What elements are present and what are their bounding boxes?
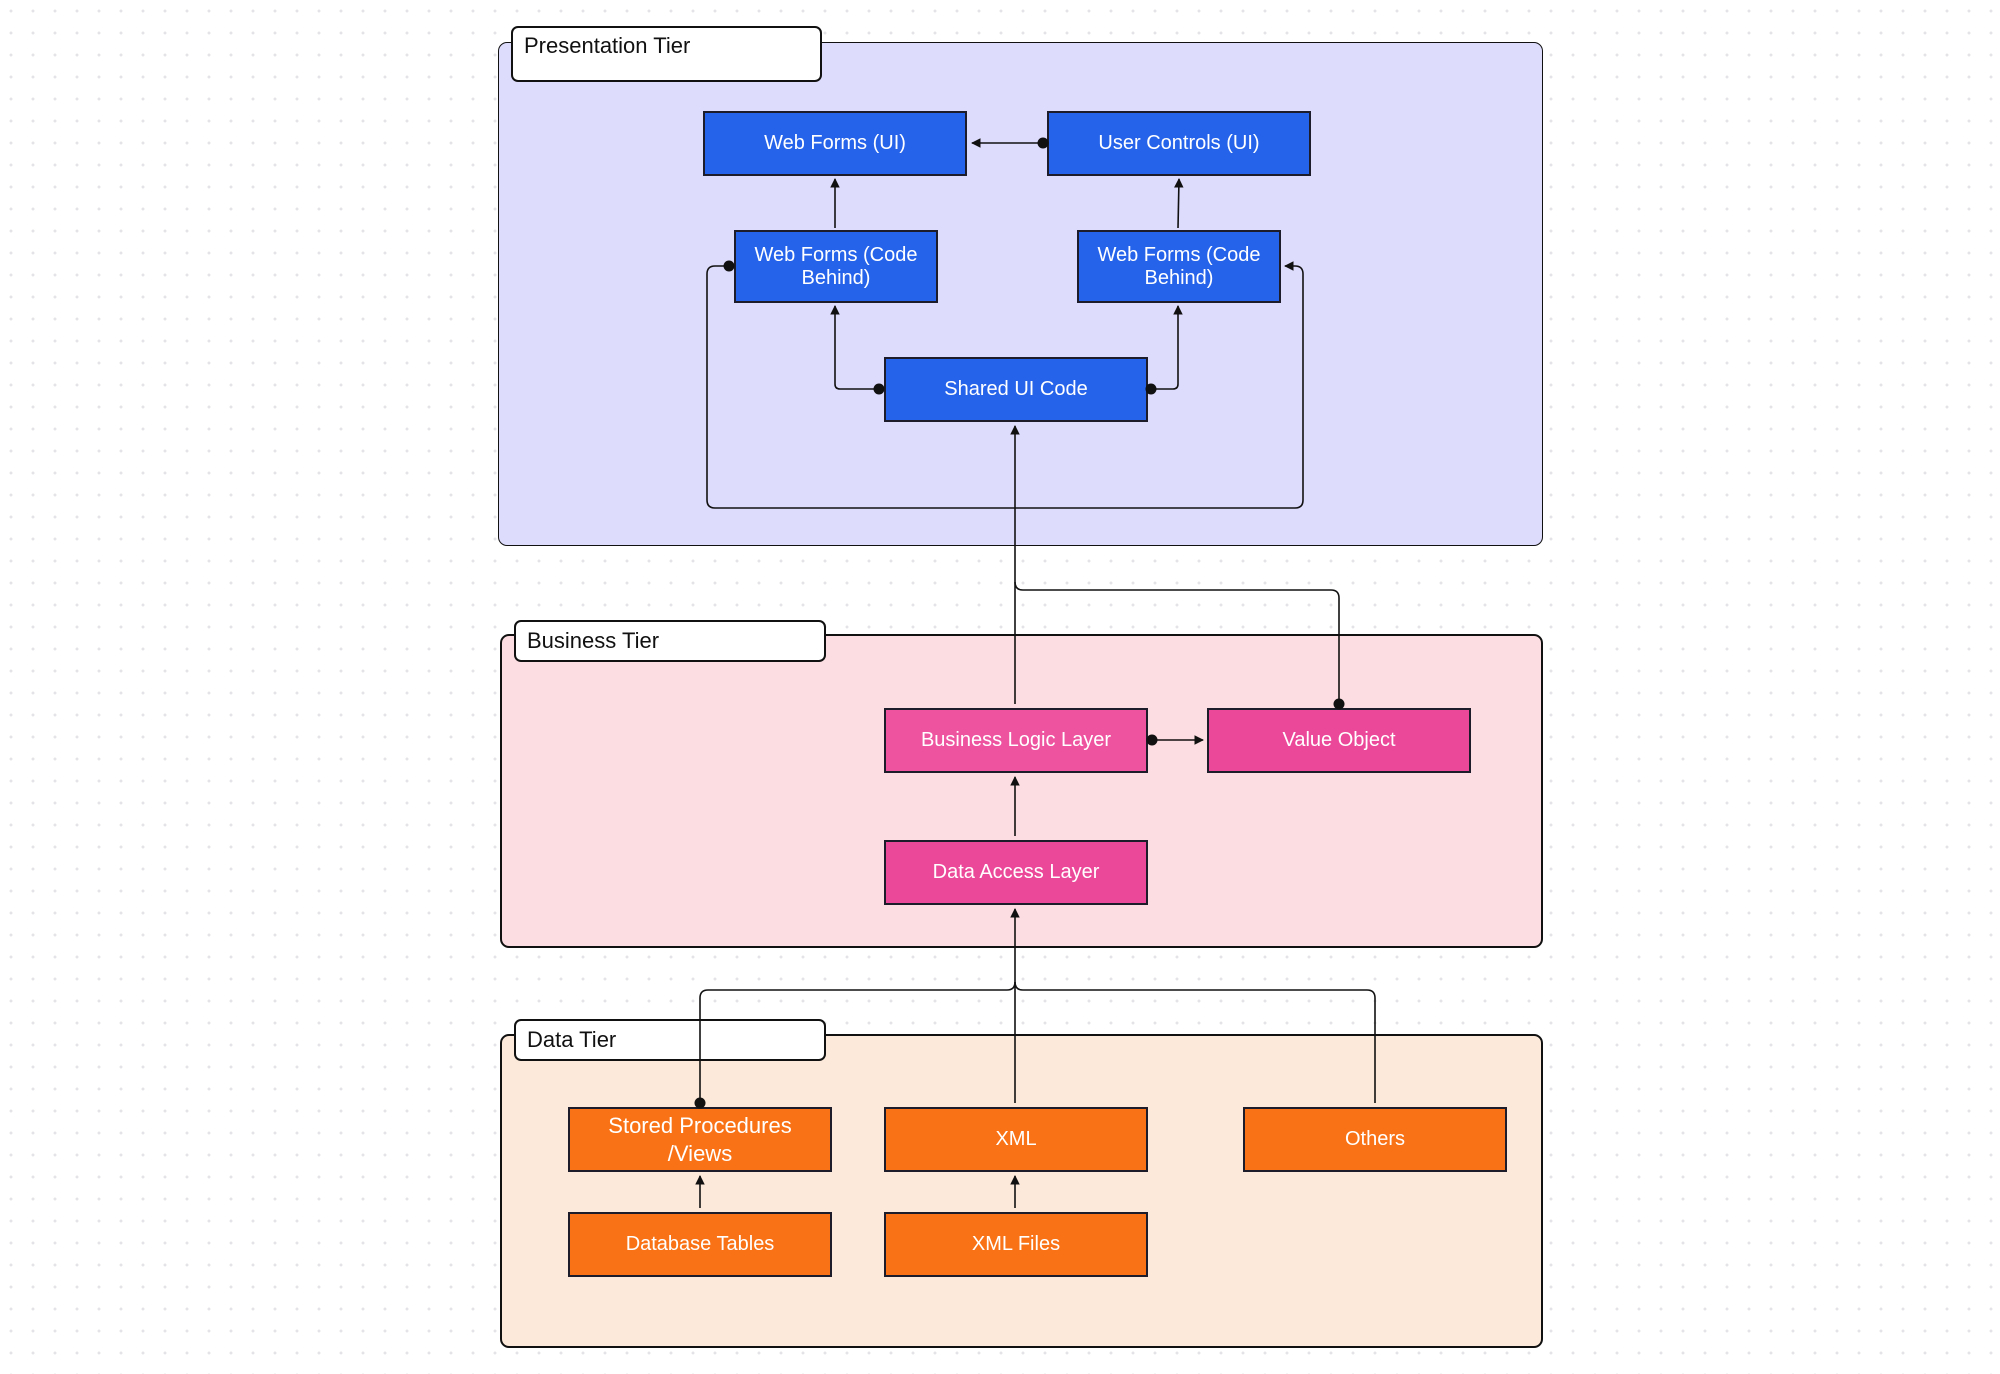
- data-access-layer-node[interactable]: Data Access Layer: [884, 840, 1148, 905]
- web-forms-code-behind-right-node[interactable]: Web Forms (Code Behind): [1077, 230, 1281, 303]
- presentation-tier-container: [498, 42, 1543, 546]
- value-object-node[interactable]: Value Object: [1207, 708, 1471, 773]
- web-forms-code-behind-left-node[interactable]: Web Forms (Code Behind): [734, 230, 938, 303]
- business-logic-layer-node[interactable]: Business Logic Layer: [884, 708, 1148, 773]
- shared-ui-code-node[interactable]: Shared UI Code: [884, 357, 1148, 422]
- web-forms-ui-node[interactable]: Web Forms (UI): [703, 111, 967, 176]
- business-tier-label[interactable]: Business Tier: [514, 620, 826, 662]
- data-tier-label[interactable]: Data Tier: [514, 1019, 826, 1061]
- others-node[interactable]: Others: [1243, 1107, 1507, 1172]
- xml-files-node[interactable]: XML Files: [884, 1212, 1148, 1277]
- user-controls-ui-node[interactable]: User Controls (UI): [1047, 111, 1311, 176]
- data-tier-container: [500, 1034, 1543, 1348]
- stored-procedures-views-node[interactable]: Stored Procedures /Views: [568, 1107, 832, 1172]
- database-tables-node[interactable]: Database Tables: [568, 1212, 832, 1277]
- xml-node[interactable]: XML: [884, 1107, 1148, 1172]
- presentation-tier-label[interactable]: Presentation Tier: [511, 26, 822, 82]
